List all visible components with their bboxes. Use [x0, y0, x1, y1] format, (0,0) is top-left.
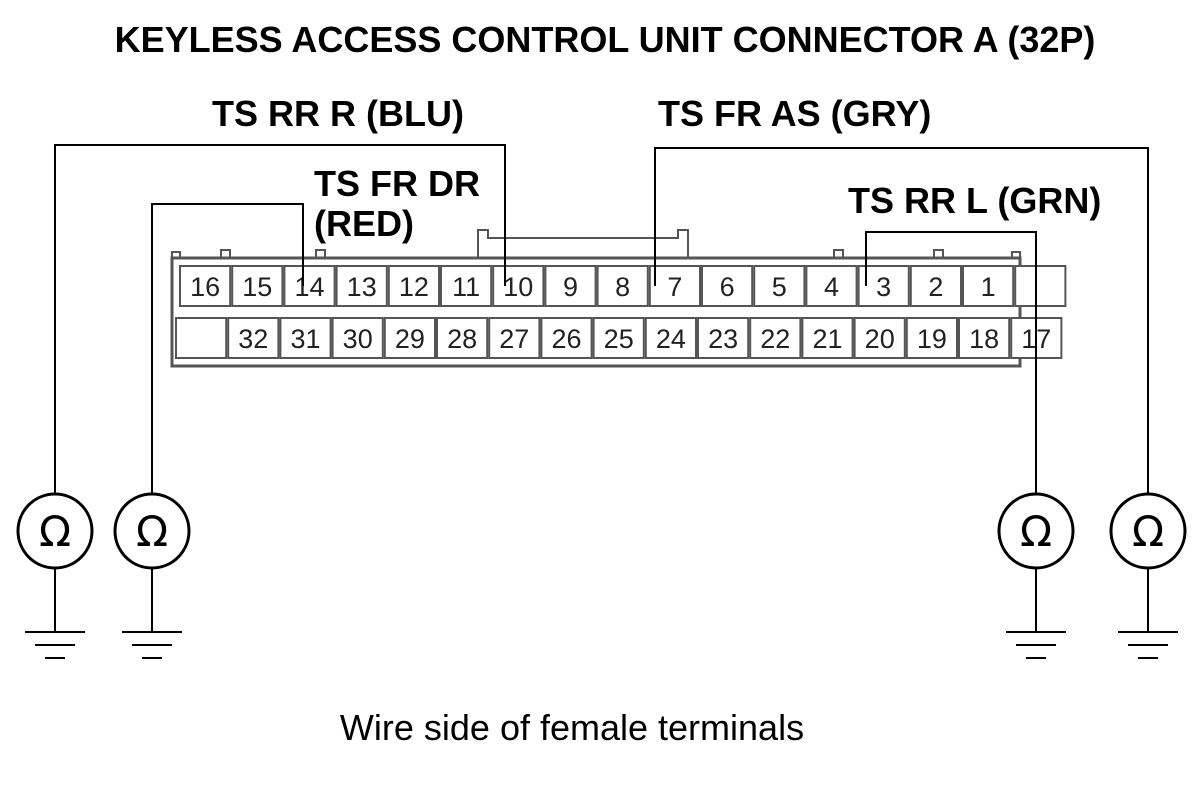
pin-number-8: 8 — [615, 272, 630, 302]
pin-number-18: 18 — [969, 324, 999, 354]
pin-number-9: 9 — [563, 272, 578, 302]
pin-number-1: 1 — [981, 272, 996, 302]
pin-cell — [436, 317, 489, 359]
pin-cell — [644, 317, 697, 359]
wire-ts-fr-as — [654, 147, 1149, 495]
pin-cell — [540, 317, 593, 359]
pin-number-31: 31 — [290, 324, 320, 354]
ohm-symbol: Ω — [39, 507, 71, 556]
ground-3 — [1006, 568, 1066, 659]
pin-number-12: 12 — [399, 272, 429, 302]
pin-number-23: 23 — [708, 324, 738, 354]
pin-number-30: 30 — [343, 324, 373, 354]
pin-number-21: 21 — [812, 324, 842, 354]
pin-cell — [596, 265, 649, 307]
pin-cell — [488, 317, 541, 359]
pin-cell — [905, 317, 958, 359]
pin-cell — [801, 317, 854, 359]
pin-cell — [231, 265, 284, 307]
ground-1 — [25, 568, 85, 659]
pin-cell — [805, 265, 858, 307]
pin-number-2: 2 — [928, 272, 943, 302]
pin-number-22: 22 — [760, 324, 790, 354]
wire-ts-fr-dr — [151, 203, 304, 495]
pin-number-20: 20 — [865, 324, 895, 354]
ohm-symbol: Ω — [1020, 507, 1052, 556]
pin-number-15: 15 — [242, 272, 272, 302]
wire-ts-rr-l — [865, 231, 1037, 495]
pin-number-28: 28 — [447, 324, 477, 354]
pin-cell — [383, 317, 436, 359]
pin-number-3: 3 — [876, 272, 891, 302]
pin-number-27: 27 — [499, 324, 529, 354]
pin-cell — [492, 265, 545, 307]
wires — [54, 144, 1149, 495]
pin-cell — [697, 317, 750, 359]
wire-label-ts-fr-as: TS FR AS (GRY) — [658, 93, 931, 134]
ground-icon — [1006, 568, 1066, 659]
pin-cell — [749, 317, 802, 359]
ground-2 — [122, 568, 182, 659]
ohmmeter-1: Ω — [16, 492, 94, 570]
pin-number-5: 5 — [772, 272, 787, 302]
pin-cell — [701, 265, 754, 307]
wire-label-ts-rr-r: TS RR R (BLU) — [212, 93, 464, 134]
pin-number-6: 6 — [720, 272, 735, 302]
pin-number-24: 24 — [656, 324, 686, 354]
pin-cell — [1014, 265, 1067, 307]
pin-cell — [440, 265, 493, 307]
pin-cell — [331, 317, 384, 359]
pin-cell — [387, 265, 440, 307]
pin-cell — [958, 317, 1011, 359]
ohm-symbol: Ω — [1132, 507, 1164, 556]
pin-cell — [962, 265, 1015, 307]
pin-cell — [279, 317, 332, 359]
pin-cell — [544, 265, 597, 307]
pin-cell — [175, 317, 228, 359]
pin-cell — [592, 317, 645, 359]
ohmmeter-3: Ω — [997, 492, 1075, 570]
ohmmeter-4: Ω — [1109, 492, 1187, 570]
pin-number-16: 16 — [190, 272, 220, 302]
ground-icon — [25, 568, 85, 659]
pin-cell — [335, 265, 388, 307]
pin-number-11: 11 — [452, 272, 480, 302]
pin-cell — [753, 265, 806, 307]
pin-number-7: 7 — [667, 272, 682, 302]
ohmmeter-2: Ω — [113, 492, 191, 570]
pin-number-13: 13 — [347, 272, 377, 302]
pin-cell — [909, 265, 962, 307]
pin-cell — [648, 265, 701, 307]
ground-4 — [1118, 568, 1178, 659]
diagram-title: KEYLESS ACCESS CONTROL UNIT CONNECTOR A … — [115, 19, 1096, 60]
pin-cell — [227, 317, 280, 359]
diagram-caption: Wire side of female terminals — [340, 707, 804, 748]
pin-number-19: 19 — [917, 324, 947, 354]
pin-number-26: 26 — [551, 324, 581, 354]
wire-label-ts-fr-dr-line1: TS FR DR — [314, 163, 480, 204]
pin-cell — [283, 265, 336, 307]
ohm-symbol: Ω — [136, 507, 168, 556]
ground-icon — [122, 568, 182, 659]
pin-number-14: 14 — [294, 272, 324, 302]
ground-icon — [1118, 568, 1178, 659]
pin-number-4: 4 — [824, 272, 839, 302]
pin-cell — [853, 317, 906, 359]
pin-number-29: 29 — [395, 324, 425, 354]
pin-number-25: 25 — [604, 324, 634, 354]
pin-number-32: 32 — [238, 324, 268, 354]
wire-label-ts-fr-dr-line2: (RED) — [314, 203, 414, 244]
wire-label-ts-rr-l: TS RR L (GRN) — [848, 180, 1101, 221]
pin-cell — [179, 265, 232, 307]
wire-ts-rr-r — [54, 144, 506, 495]
pin-number-10: 10 — [503, 272, 533, 302]
